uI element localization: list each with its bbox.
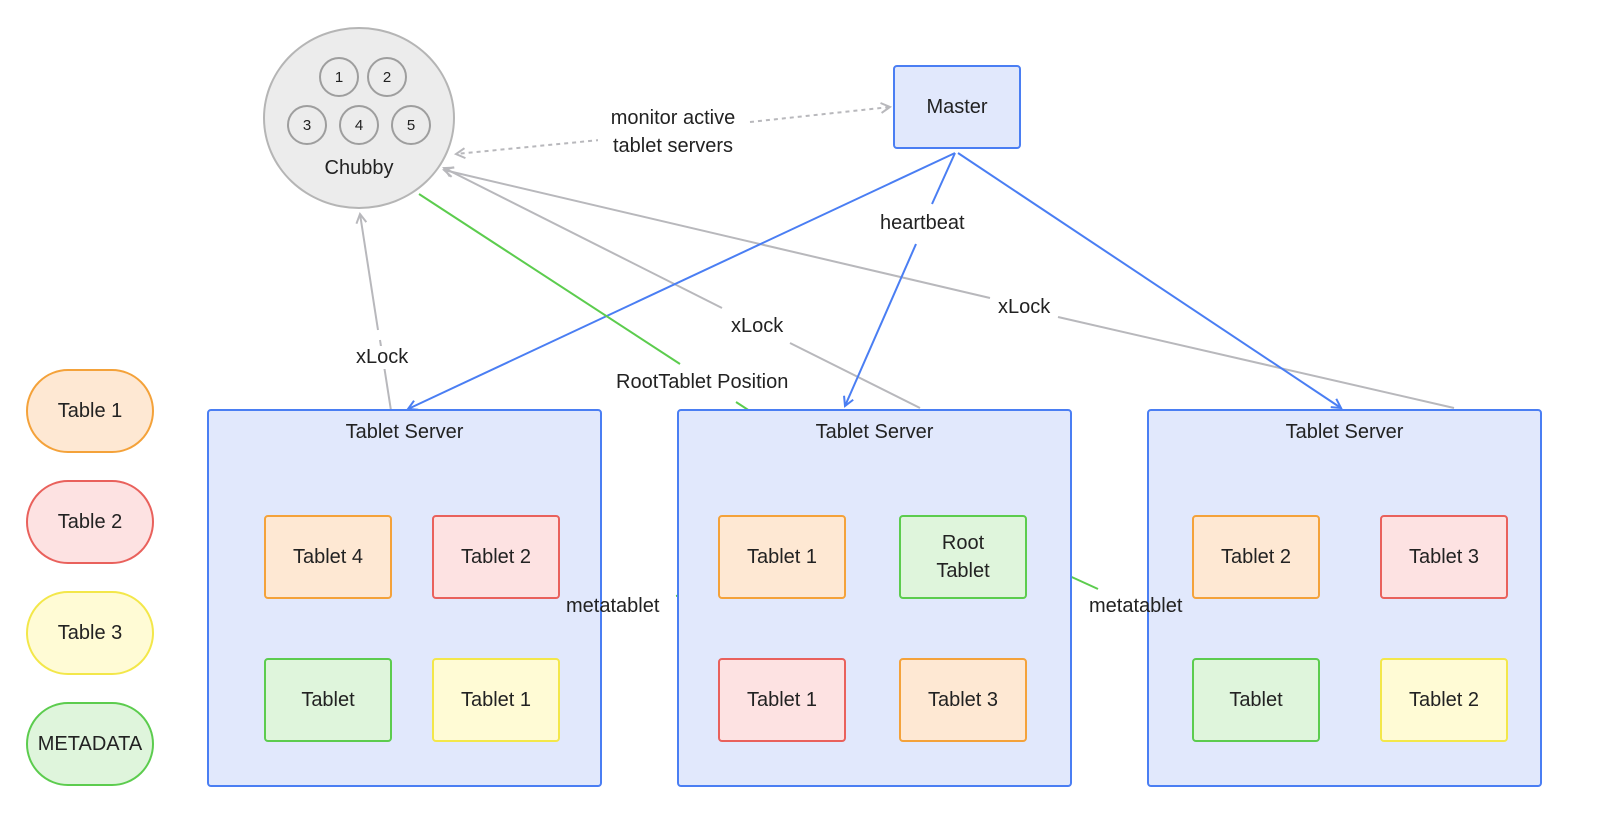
root-tablet-box: Root Tablet xyxy=(899,515,1027,599)
tablet-2-box: Tablet 2 xyxy=(1192,515,1320,599)
chubby-node-4: 4 xyxy=(339,105,379,145)
metatablet-right-label: metatablet xyxy=(1089,595,1183,617)
tablet-3-box: Tablet 3 xyxy=(899,658,1027,742)
chubby-node-3: 3 xyxy=(287,105,327,145)
xlock-mid-label: xLock xyxy=(727,315,788,338)
monitor-arrow-to-chubby xyxy=(456,139,601,154)
xlock-mid-line-a xyxy=(789,342,921,409)
chubby-cluster: 1 2 3 4 5 Chubby xyxy=(263,27,455,209)
master-to-server-1 xyxy=(408,152,956,409)
root-position-line-a xyxy=(418,193,681,365)
master-to-server-3 xyxy=(957,152,1341,408)
server-title: Tablet Server xyxy=(345,421,464,443)
server-title: Tablet Server xyxy=(815,421,934,443)
chubby-node-2: 2 xyxy=(367,57,407,97)
chubby-node-1: 1 xyxy=(319,57,359,97)
metatablet-left-label: metatablet xyxy=(566,595,660,617)
legend-table-1: Table 1 xyxy=(26,369,154,453)
legend-table-2: Table 2 xyxy=(26,480,154,564)
tablet-1-box: Tablet 1 xyxy=(718,515,846,599)
xlock-right-line-b xyxy=(444,170,991,299)
tablet-1-box: Tablet 1 xyxy=(718,658,846,742)
xlock-right-label: xLock xyxy=(994,296,1055,319)
heartbeat-label: heartbeat xyxy=(876,212,969,235)
master-heartbeat-b xyxy=(845,243,917,406)
tablet-2-box: Tablet 2 xyxy=(1380,658,1508,742)
xlock-left-label: xLock xyxy=(352,346,413,369)
metadata-tablet-box: Tablet xyxy=(264,658,392,742)
tablet-1-box: Tablet 1 xyxy=(432,658,560,742)
root-position-label: RootTablet Position xyxy=(612,371,793,394)
tablet-server-2: Tablet Server Tablet 1 Root Tablet Table… xyxy=(677,409,1072,787)
xlock-right-line-a xyxy=(1057,316,1455,409)
xlock-left-line-b xyxy=(360,214,379,331)
monitor-label: monitor active tablet servers xyxy=(598,104,748,160)
monitor-arrow-to-master xyxy=(749,107,890,123)
chubby-label: Chubby xyxy=(324,157,394,179)
legend-table-3: Table 3 xyxy=(26,591,154,675)
tablet-server-3: Tablet Server Tablet 2 Tablet 3 Tablet T… xyxy=(1147,409,1542,787)
tablet-2-box: Tablet 2 xyxy=(432,515,560,599)
master-heartbeat-a xyxy=(931,152,956,205)
server-title: Tablet Server xyxy=(1285,421,1404,443)
master-node: Master xyxy=(893,65,1021,149)
metadata-tablet-box: Tablet xyxy=(1192,658,1320,742)
chubby-node-5: 5 xyxy=(391,105,431,145)
tablet-3-box: Tablet 3 xyxy=(1380,515,1508,599)
tablet-4-box: Tablet 4 xyxy=(264,515,392,599)
tablet-server-1: Tablet Server Tablet 4 Tablet 2 Tablet T… xyxy=(207,409,602,787)
legend-metadata: METADATA xyxy=(26,702,154,786)
